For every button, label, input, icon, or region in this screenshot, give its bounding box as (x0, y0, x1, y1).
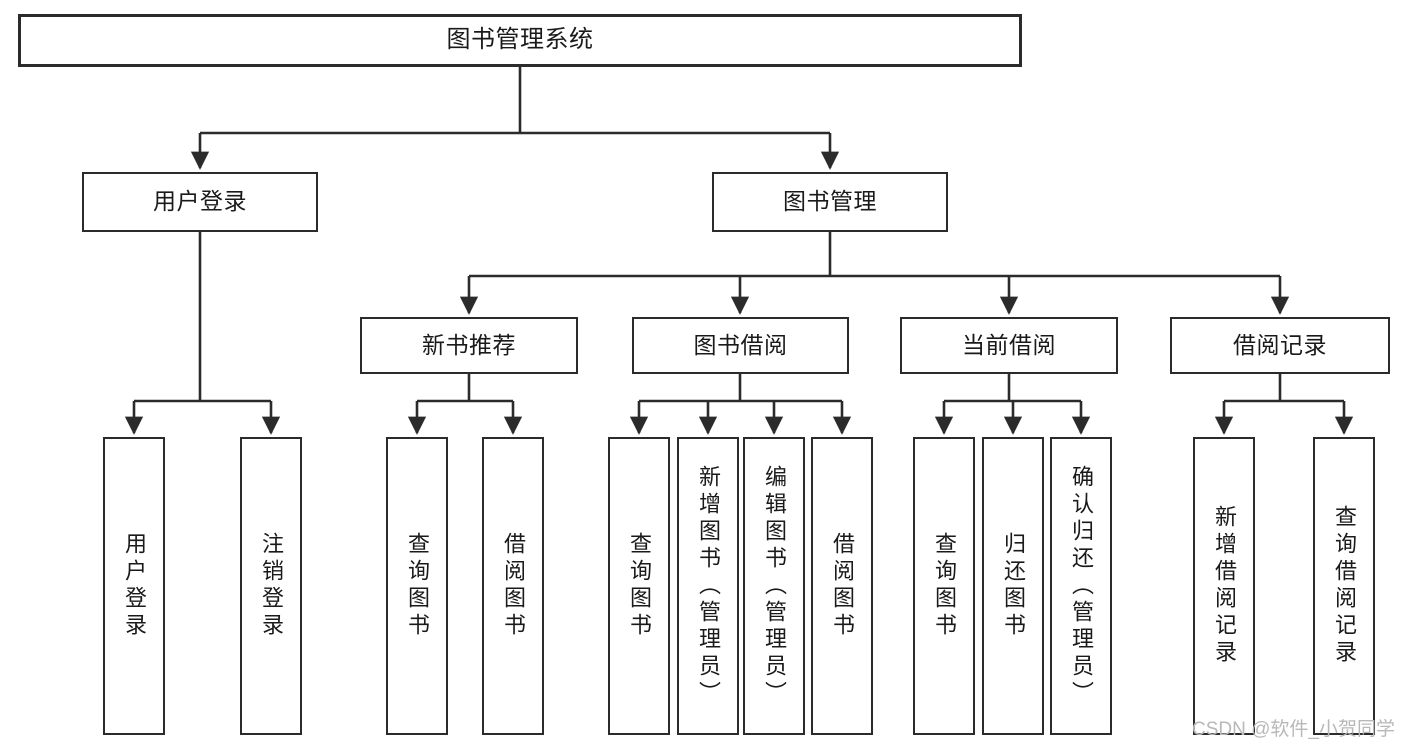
node-leaf-logout-login[interactable]: 注销登录 (240, 437, 302, 735)
node-leaf-edit-book[interactable]: 编辑图书（管理员） (743, 437, 805, 735)
node-borrow-record-label: 借阅记录 (1233, 331, 1327, 358)
node-new-book-recommend-label: 新书推荐 (422, 331, 516, 358)
node-leaf-user-login[interactable]: 用户登录 (103, 437, 165, 735)
node-leaf-query-book-3[interactable]: 查询图书 (913, 437, 975, 735)
node-leaf-add-record-label: 新增借阅记录 (1212, 505, 1237, 667)
node-leaf-borrow-book-1[interactable]: 借阅图书 (482, 437, 544, 735)
node-leaf-add-book[interactable]: 新增图书（管理员） (677, 437, 739, 735)
node-leaf-query-book-2[interactable]: 查询图书 (608, 437, 670, 735)
node-user-login-label: 用户登录 (153, 188, 247, 215)
node-leaf-query-book-1[interactable]: 查询图书 (386, 437, 448, 735)
node-current-borrow-label: 当前借阅 (962, 331, 1056, 358)
node-leaf-query-book-1-label: 查询图书 (405, 532, 430, 640)
node-root[interactable]: 图书管理系统 (18, 14, 1022, 67)
node-leaf-edit-book-label: 编辑图书（管理员） (762, 464, 787, 708)
node-leaf-query-book-2-label: 查询图书 (627, 532, 652, 640)
csdn-watermark: CSDN @软件_小贺同学 (1192, 719, 1395, 740)
node-leaf-query-record[interactable]: 查询借阅记录 (1313, 437, 1375, 735)
node-leaf-query-book-3-label: 查询图书 (932, 532, 957, 640)
node-leaf-confirm-return[interactable]: 确认归还（管理员） (1050, 437, 1112, 735)
node-book-manage[interactable]: 图书管理 (712, 172, 948, 232)
node-leaf-borrow-book-1-label: 借阅图书 (501, 532, 526, 640)
node-book-borrow-label: 图书借阅 (693, 331, 788, 358)
node-book-manage-label: 图书管理 (783, 188, 877, 215)
node-borrow-record[interactable]: 借阅记录 (1170, 317, 1390, 374)
node-current-borrow[interactable]: 当前借阅 (900, 317, 1118, 374)
node-leaf-user-login-label: 用户登录 (122, 532, 147, 640)
node-new-book-recommend[interactable]: 新书推荐 (360, 317, 578, 374)
node-leaf-return-book[interactable]: 归还图书 (982, 437, 1044, 735)
node-leaf-borrow-book-2-label: 借阅图书 (830, 532, 855, 640)
node-leaf-add-record[interactable]: 新增借阅记录 (1193, 437, 1255, 735)
node-leaf-logout-login-label: 注销登录 (259, 532, 284, 640)
node-leaf-return-book-label: 归还图书 (1001, 532, 1026, 640)
node-book-borrow[interactable]: 图书借阅 (632, 317, 849, 374)
node-leaf-borrow-book-2[interactable]: 借阅图书 (811, 437, 873, 735)
node-user-login[interactable]: 用户登录 (82, 172, 318, 232)
node-root-label: 图书管理系统 (446, 26, 594, 54)
node-leaf-add-book-label: 新增图书（管理员） (696, 464, 721, 708)
node-leaf-confirm-return-label: 确认归还（管理员） (1069, 464, 1094, 708)
node-leaf-query-record-label: 查询借阅记录 (1332, 505, 1357, 667)
